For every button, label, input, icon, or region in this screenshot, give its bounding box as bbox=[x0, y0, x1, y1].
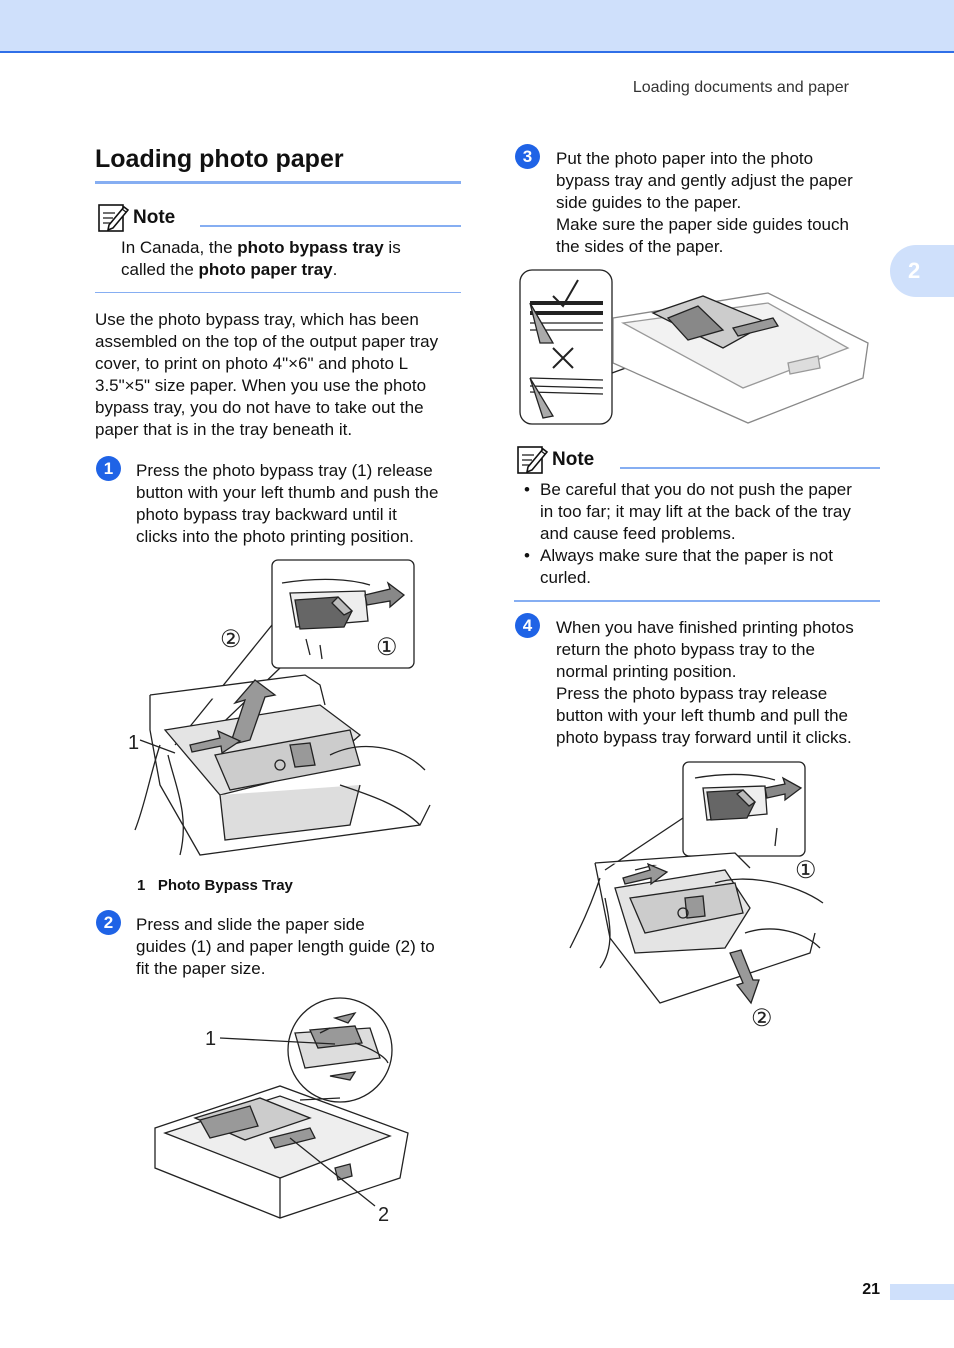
note2-heading: Note bbox=[516, 445, 594, 475]
figure2-callout-1: 1 bbox=[205, 1028, 216, 1050]
note2-heading-rule bbox=[620, 467, 880, 469]
figure-callout-1: 1 bbox=[128, 732, 139, 754]
note-end-rule bbox=[95, 292, 461, 293]
chapter-number: 2 bbox=[908, 258, 921, 283]
page-header-band bbox=[0, 0, 954, 53]
note2-end-rule bbox=[514, 600, 880, 602]
note-pencil-icon bbox=[98, 204, 129, 232]
figure-insert-photo-paper bbox=[519, 269, 869, 425]
figure2-callout-2: 2 bbox=[378, 1204, 389, 1226]
figure-adjust-guides: 1 2 bbox=[154, 997, 409, 1226]
title-rule bbox=[95, 181, 461, 184]
note2-bullet-list: Be careful that you do not push the pape… bbox=[522, 479, 852, 589]
step-1-marker: 1 bbox=[96, 456, 121, 481]
figure-circle-2: ② bbox=[220, 626, 242, 653]
note-text: In Canada, the photo bypass tray is call… bbox=[121, 238, 401, 279]
intro-paragraph: Use the photo bypass tray, which has bee… bbox=[95, 310, 439, 439]
page-number: 21 bbox=[862, 1281, 880, 1298]
chapter-tab: 2 bbox=[890, 245, 954, 297]
page-number-bar bbox=[890, 1284, 954, 1300]
note-heading: Note bbox=[97, 203, 175, 233]
step-4-marker: 4 bbox=[515, 613, 540, 638]
figure-push-bypass-tray: 1 ② ① bbox=[128, 559, 431, 856]
running-head: Loading documents and paper bbox=[632, 79, 849, 96]
step-2-marker: 2 bbox=[96, 910, 121, 935]
note2-bullet: Always make sure that the paper is notcu… bbox=[522, 545, 852, 589]
note-heading-rule bbox=[200, 225, 461, 227]
note2-pencil-icon bbox=[517, 446, 548, 474]
note2-bullet: Be careful that you do not push the pape… bbox=[522, 479, 852, 545]
section-title: Loading photo paper bbox=[95, 145, 344, 173]
figure-pull-bypass-tray: ① ② bbox=[569, 761, 824, 1032]
note2-label: Note bbox=[552, 449, 595, 470]
figure-circle-1: ① bbox=[376, 634, 398, 661]
figure4-circle-1: ① bbox=[795, 857, 817, 884]
step-3-marker: 3 bbox=[515, 144, 540, 169]
figure-caption: 1 Photo Bypass Tray bbox=[137, 877, 293, 894]
note-label: Note bbox=[133, 207, 176, 228]
figure4-circle-2: ② bbox=[751, 1005, 773, 1032]
